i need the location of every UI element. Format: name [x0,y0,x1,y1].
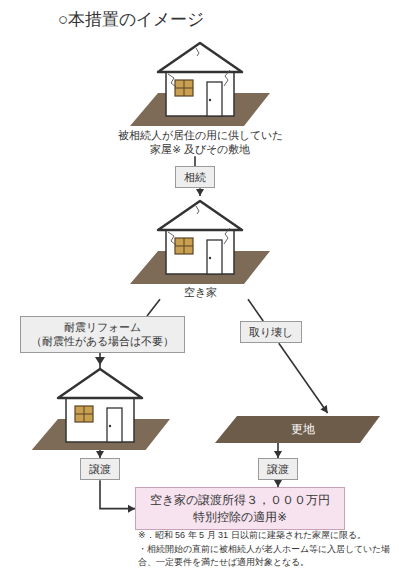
transfer-box: 譲渡 [80,458,120,480]
arrowhead [96,451,104,458]
arrowhead [274,480,282,487]
node-text: 耐震リフォーム （耐震性がある場合は不要） [29,320,176,349]
title: ○本措置のイメージ [58,8,204,31]
node-text: 譲渡 [267,462,289,476]
node-text: 相続 [184,170,206,184]
connector [195,156,196,166]
node-text: 空き家 [130,196,270,299]
vacant-lot: 更地 [215,416,380,443]
process-box: 取り壊し [240,321,302,343]
connector [196,188,204,196]
note: ・相続開始の直前に被相続人が老人ホーム等に入居していた場合、一定要件を満たせば適… [138,543,393,568]
connector [147,299,160,316]
arrowhead [128,505,135,513]
arrowhead [196,189,204,196]
node-text: 被相続人が居住の用に供していた 家屋※ 及びその敷地 [110,38,290,156]
connector-line [194,156,196,166]
connector [100,480,135,512]
note: ※．昭和 56 年 5 月 31 日以前に建築された家屋に限る。 [138,529,393,542]
house-illustration [130,196,270,286]
house-with-caption: 被相続人が居住の用に供していた 家屋※ 及びその敷地 [110,38,290,156]
node-text: 更地 [215,416,380,443]
vacant-house: 空き家 [130,196,270,299]
transfer-box: 譲渡 [258,458,298,480]
node-text: 取り壊し [249,325,293,339]
node-text: 空き家の譲渡所得３，０００万円 特別控除の適用※ [142,492,338,525]
connector-line [100,480,135,508]
result-box: 空き家の譲渡所得３，０００万円 特別控除の適用※ [135,487,345,530]
process-box: 相続 [175,166,215,188]
connector [248,299,263,321]
node-text: 譲渡 [89,462,111,476]
process-box: 耐震リフォーム （耐震性がある場合は不要） [20,316,185,353]
connector [279,343,328,413]
arrowhead [320,405,327,413]
connector [274,443,282,458]
connector [274,480,282,487]
house-illustration [130,38,270,128]
connector-line [147,299,160,316]
arrowhead [274,451,282,458]
reformed-house [30,352,170,450]
connector-line [248,299,263,321]
connector-line [279,343,328,413]
